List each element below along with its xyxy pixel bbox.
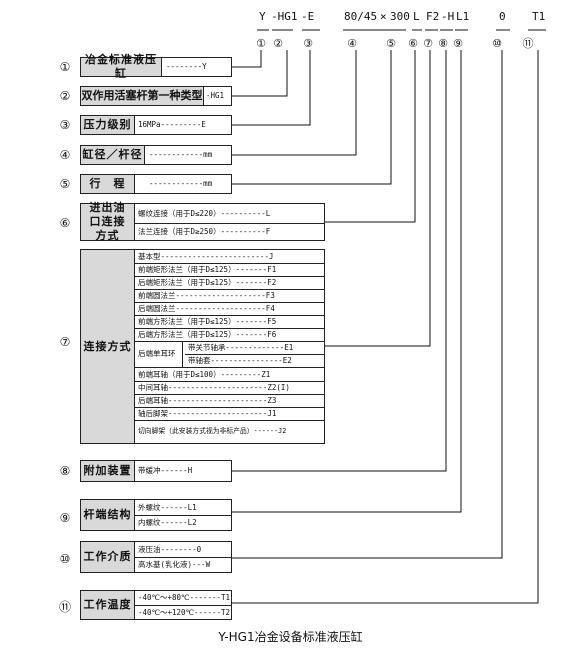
section-number: ⑪ [58, 600, 71, 614]
option-row: -40℃～+120℃------T2 [138, 608, 231, 617]
section-number: ⑥ [59, 216, 71, 230]
option-row: ------------mm [135, 174, 232, 194]
option-list: 外螺纹------L1 内螺纹------L2 [135, 499, 232, 531]
option-row: 外螺纹------L1 [135, 501, 231, 516]
option-row: 前端圆法兰--------------------F3 [135, 289, 324, 303]
marker-1: ① [256, 37, 266, 50]
diagram-caption: Y-HG1冶金设备标准液压缸 [218, 630, 363, 644]
section-label: 工作温度 [80, 590, 135, 620]
marker-4: ④ [347, 37, 357, 50]
code-0: 0 [499, 10, 506, 23]
code-stroke: 300 [390, 10, 410, 23]
option-list: -40℃～+80℃-------T1 -40℃～+120℃------T2 [135, 590, 232, 620]
section-label: 缸径／杆径 [80, 145, 145, 165]
option-row: 基本型------------------------J [135, 250, 324, 264]
code-l: L [413, 10, 420, 23]
option-row: 前端矩形法兰（用于D≤125）-------F1 [135, 263, 324, 277]
section-number: ⑩ [59, 552, 71, 566]
section-number: ⑧ [59, 464, 71, 478]
option-row: 前端方形法兰（用于D≤125）-------F5 [135, 315, 324, 329]
code-bore: 80/45 [344, 10, 378, 23]
section-label: 连接方式 [80, 249, 135, 444]
marker-2: ② [273, 37, 283, 50]
option-row: 16MPa---------E [135, 115, 232, 135]
marker-10: ⑩ [492, 37, 502, 50]
section-label: 工作介质 [80, 541, 135, 573]
option-row: ------------mm [145, 145, 232, 165]
section-label: 附加装置 [80, 460, 135, 482]
option-row: 后端单耳环 [135, 341, 183, 368]
option-row: 螺纹连接（用于D≤220）----------L [135, 204, 324, 224]
section-number: ③ [59, 118, 71, 132]
code-f2: F2 [426, 10, 440, 23]
option-row: 前端耳轴（用于D≤100）---------Z1 [135, 367, 324, 382]
option-row: 带轴套----------------E2 [185, 354, 324, 368]
option-row: 后端圆法兰--------------------F4 [135, 302, 324, 316]
option-row: 高水基(乳化液)---W [138, 560, 211, 569]
option-row: 带缓冲------H [135, 460, 232, 482]
option-row: 后端矩形法兰（用于D≤125）-------F2 [135, 276, 324, 290]
option-row: 中间耳轴----------------------Z2(I) [135, 381, 324, 395]
option-row: --------Y [162, 57, 232, 77]
marker-11: ⑪ [522, 37, 534, 50]
marker-6: ⑥ [408, 37, 418, 50]
option-row: 液压油--------0 [135, 543, 231, 558]
section-label: 进出油口连接方式 [80, 201, 135, 242]
marker-3: ③ [303, 37, 313, 50]
marker-7: ⑦ [423, 37, 433, 50]
code-h: -H [441, 10, 455, 23]
option-row: 后端方形法兰（用于D≤125）-------F6 [135, 328, 324, 342]
option-list: 液压油--------0 高水基(乳化液)---W [135, 541, 232, 573]
marker-9: ⑨ [453, 37, 463, 50]
section-number: ⑦ [59, 335, 71, 349]
code-times: × [380, 10, 387, 23]
option-row: -40℃～+80℃-------T1 [135, 591, 231, 606]
option-row: 切向脚架（此安装方式视为非标产品）------J2 [138, 427, 287, 435]
section-number: ⑨ [59, 511, 71, 525]
section-number: ② [59, 89, 71, 103]
option-row: 后端耳轴----------------------Z3 [135, 394, 324, 408]
option-row: 轴后脚架----------------------J1 [135, 407, 324, 421]
option-row: -HG1 [204, 86, 232, 106]
option-list: 基本型------------------------J 前端矩形法兰（用于D≤… [135, 249, 325, 444]
option-row: 内螺纹------L2 [138, 518, 197, 527]
code-hg1: -HG1 [271, 10, 298, 23]
section-number: ④ [59, 148, 71, 162]
option-row: 法兰连接（用于D≥250）----------F [138, 227, 271, 236]
section-label: 双作用活塞杆第一种类型 [80, 86, 204, 106]
section-label: 行 程 [80, 174, 135, 194]
section-label: 冶金标准液压缸 [80, 53, 162, 80]
code-y: Y [259, 10, 266, 23]
section-label: 杆端结构 [80, 499, 135, 531]
code-t1: T1 [532, 10, 546, 23]
section-number: ⑤ [59, 177, 71, 191]
section-label: 压力级别 [80, 115, 135, 135]
marker-5: ⑤ [386, 37, 396, 50]
code-l1: L1 [456, 10, 470, 23]
code-e: -E [301, 10, 315, 23]
option-row: 带关节轴承-------------E1 [185, 341, 324, 355]
option-list: 螺纹连接（用于D≤220）----------L 法兰连接（用于D≥250）--… [135, 203, 325, 241]
section-number: ① [59, 60, 71, 74]
marker-8: ⑧ [438, 37, 448, 50]
